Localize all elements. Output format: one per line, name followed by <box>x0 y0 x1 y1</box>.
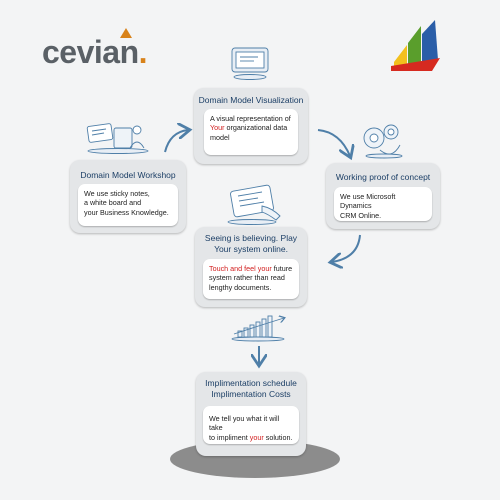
logo-accent-icon <box>120 28 132 38</box>
node-description: A visual representation of Your organiza… <box>204 109 298 155</box>
node-title: Domain Model Workshop <box>80 170 176 180</box>
node-title: Domain Model Visualization <box>198 95 304 105</box>
node-visualization: Domain Model Visualization A visual repr… <box>194 88 308 164</box>
node-seeing-is-believing: Seeing is believing. Play Your system on… <box>195 227 307 307</box>
node-description: We use sticky notes, a white board and y… <box>78 184 178 226</box>
node-title: Implimentation schedule Implimentation C… <box>205 378 297 399</box>
node-title: Seeing is believing. Play Your system on… <box>204 233 298 254</box>
cevian-logo: cevian. <box>42 34 148 70</box>
arrow-visualization-to-proof <box>317 129 350 156</box>
node-description: Touch and feel your future system rather… <box>203 259 299 299</box>
node-title: Working proof of concept <box>335 172 431 182</box>
node-implementation-schedule: Implimentation schedule Implimentation C… <box>196 372 306 456</box>
node-proof-of-concept: Working proof of concept We use Microsof… <box>326 163 440 229</box>
arrow-proof-to-believing <box>332 234 361 262</box>
node-description: We tell you what it will take to implime… <box>203 406 299 444</box>
arrow-workshop-to-visualization <box>164 130 188 153</box>
node-description: We use Microsoft Dynamics CRM Online. <box>334 187 432 221</box>
node-workshop: Domain Model Workshop We use sticky note… <box>70 160 186 233</box>
